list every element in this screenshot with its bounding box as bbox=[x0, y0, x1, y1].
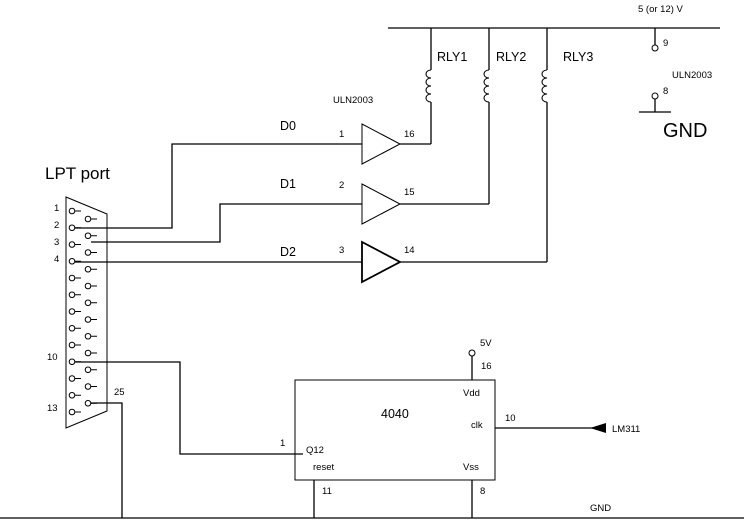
supply-pin-9: 9 bbox=[663, 38, 668, 49]
lpt-pin-b-18 bbox=[84, 282, 92, 290]
lpt-pin-a-12 bbox=[68, 391, 76, 399]
driver-d1: D1 2 15 bbox=[280, 177, 489, 225]
lpt-pin-b-25 bbox=[84, 399, 92, 407]
counter-vdd-label: Vdd bbox=[463, 388, 480, 399]
lpt-pin-a-10 bbox=[68, 358, 76, 366]
counter-vss-label: Vss bbox=[463, 462, 479, 473]
lpt-pin-b-24 bbox=[84, 383, 92, 390]
lpt-pin-b-15 bbox=[84, 232, 92, 240]
lpt-pin-13-label: 13 bbox=[47, 403, 58, 414]
lpt-pin-b-16 bbox=[84, 249, 92, 256]
lpt-pin-a-6 bbox=[68, 291, 76, 299]
driver-d1-signal: D1 bbox=[280, 177, 296, 191]
lpt-pin-25-label: 25 bbox=[114, 387, 125, 398]
counter-reset-label: reset bbox=[313, 462, 334, 473]
driver-d0-signal: D0 bbox=[280, 119, 296, 133]
lpt-pin-a-13 bbox=[68, 408, 76, 416]
lpt-pin-b-14 bbox=[84, 215, 92, 223]
lpt-pin-3-label: 3 bbox=[54, 237, 59, 248]
lpt-pin-b-21 bbox=[84, 332, 92, 340]
counter-pin-16: 16 bbox=[481, 361, 492, 372]
lpt-pin-b-20 bbox=[84, 316, 92, 323]
counter-pin-11: 11 bbox=[322, 486, 332, 497]
supply-ground-label: GND bbox=[663, 120, 707, 142]
relay-1: RLY1 bbox=[425, 28, 467, 144]
counter-pin-8: 8 bbox=[480, 486, 485, 497]
counter-pin-1: 1 bbox=[280, 438, 285, 449]
driver-d0: D0 1 16 bbox=[280, 119, 431, 165]
uln2003-label: ULN2003 bbox=[333, 95, 373, 106]
lpt-pin-a-4 bbox=[68, 257, 76, 265]
counter-supply-label: 5V bbox=[480, 338, 492, 349]
supply-voltage-label: 5 (or 12) V bbox=[638, 4, 684, 15]
lpt-pin-a-9 bbox=[68, 341, 76, 349]
clk-source-label: LM311 bbox=[612, 424, 640, 435]
lpt-pin-b-19 bbox=[84, 299, 92, 307]
relay-3-label: RLY3 bbox=[563, 50, 593, 64]
lpt-pin-1-label: 1 bbox=[54, 203, 59, 214]
lpt-pins-row-1 bbox=[68, 207, 81, 416]
lpt-pin-a-8 bbox=[68, 324, 76, 332]
lpt-pin-a-5 bbox=[68, 274, 76, 282]
lpt-pin-a-11 bbox=[68, 375, 76, 382]
ground-label: GND bbox=[590, 503, 611, 514]
lpt-pin-a-2 bbox=[68, 224, 76, 232]
supply-rail: 5 (or 12) V 9 ULN2003 8 GND bbox=[388, 4, 720, 142]
supply-pin-8: 8 bbox=[663, 86, 668, 97]
lpt-wiring bbox=[75, 143, 362, 518]
ground-rail: GND bbox=[0, 503, 744, 519]
lpt-connector: 1 2 3 4 10 13 25 bbox=[47, 196, 125, 429]
lpt-pin-2-label: 2 bbox=[54, 220, 59, 231]
lpt-pin-b-22 bbox=[84, 349, 92, 357]
driver-d0-in-pin: 1 bbox=[339, 129, 344, 140]
driver-d0-out-pin: 16 bbox=[404, 129, 415, 140]
counter-name: 4040 bbox=[381, 407, 409, 421]
relay-2: RLY2 bbox=[483, 28, 526, 204]
counter-clk-label: clk bbox=[471, 420, 483, 431]
driver-d1-out-pin: 15 bbox=[404, 187, 415, 198]
lpt-pin-b-17 bbox=[84, 265, 92, 273]
lpt-port-title: LPT port bbox=[45, 164, 110, 183]
driver-d1-in-pin: 2 bbox=[339, 180, 344, 191]
lpt-pin-a-7 bbox=[68, 308, 76, 315]
lpt-pin-a-1 bbox=[68, 207, 76, 215]
relay-3: RLY3 bbox=[541, 28, 593, 262]
counter-pin-10: 10 bbox=[505, 413, 516, 424]
driver-d2-signal: D2 bbox=[280, 245, 296, 259]
lpt-pin-b-23 bbox=[84, 366, 92, 374]
lpt-pin-a-3 bbox=[68, 241, 76, 248]
clk-arrow-icon bbox=[590, 423, 606, 433]
lpt-pin-10-label: 10 bbox=[47, 352, 58, 363]
counter-q12-label: Q12 bbox=[306, 445, 324, 456]
counter-4040: 4040 Vdd clk Q12 reset Vss 16 10 1 11 8 … bbox=[280, 338, 640, 518]
lpt-pins-row-2 bbox=[84, 215, 97, 407]
relay-2-label: RLY2 bbox=[496, 50, 526, 64]
driver-d2-in-pin: 3 bbox=[339, 245, 344, 256]
supply-chip-label: ULN2003 bbox=[672, 70, 712, 81]
lpt-pin-4-label: 4 bbox=[54, 254, 59, 265]
relay-1-label: RLY1 bbox=[437, 50, 467, 64]
driver-d2-out-pin: 14 bbox=[404, 245, 415, 256]
